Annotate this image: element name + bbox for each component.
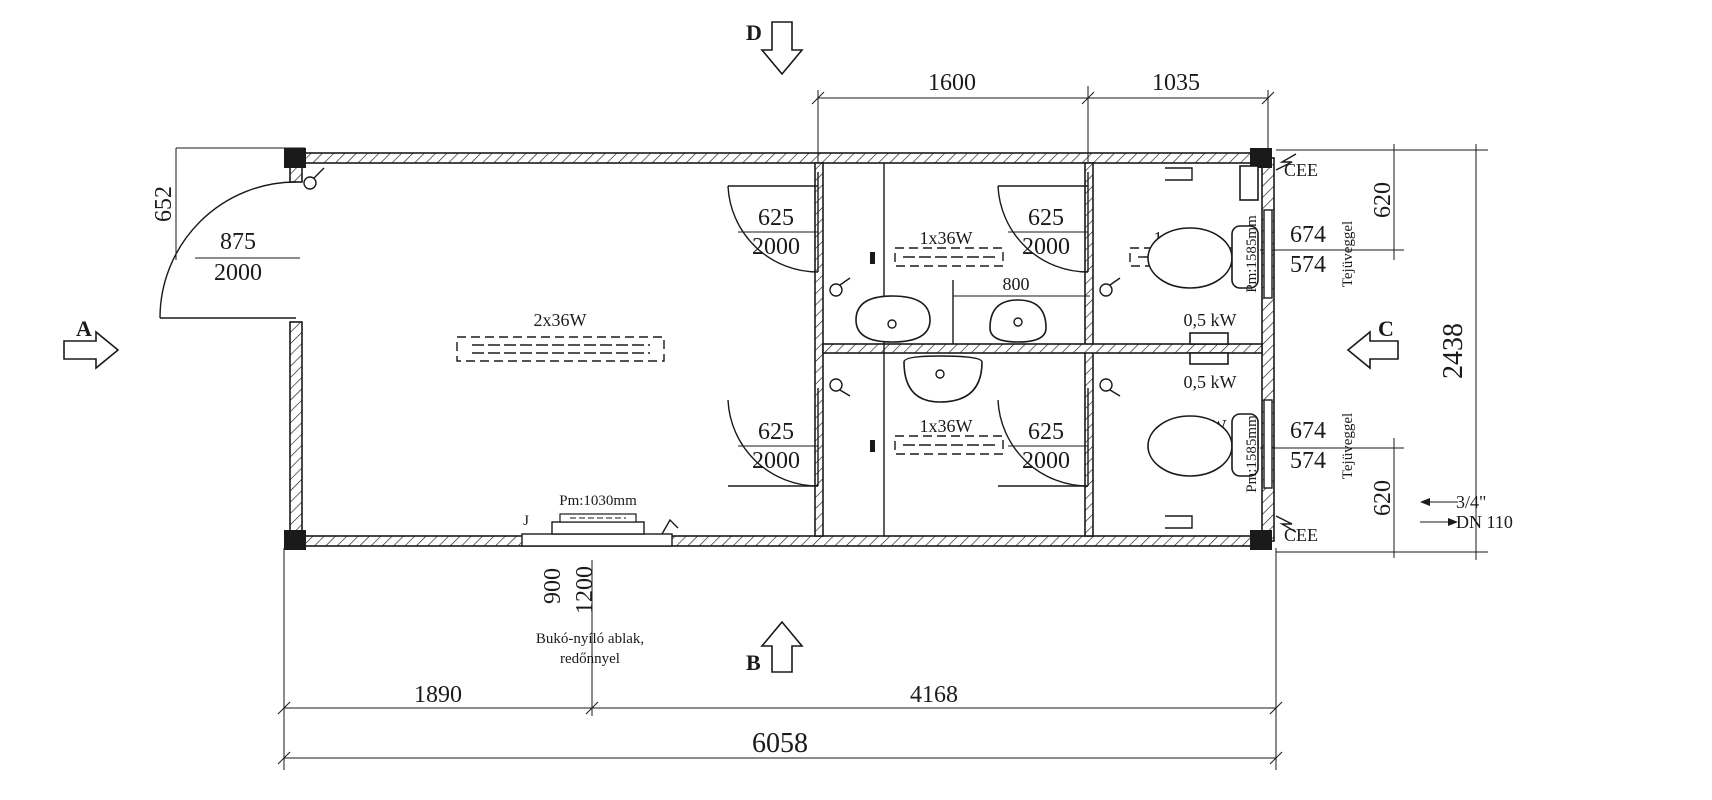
- top-wall: [286, 152, 1270, 164]
- door3-height: 2000: [1022, 234, 1070, 260]
- section-arrow-c: [1346, 330, 1399, 370]
- entrance-door: [159, 147, 325, 319]
- main-window-sill: Pm:1030mm: [559, 493, 637, 509]
- window-upper-sill: Pm:1585mm: [1244, 215, 1260, 293]
- main-window: [521, 513, 679, 547]
- switch-icon: [870, 252, 875, 264]
- main-window-mark: J: [523, 513, 529, 529]
- dim-1600: 1600: [928, 70, 976, 96]
- sink-upper-icon: [855, 295, 931, 343]
- window-lower-glass: Tejüveggel: [1340, 413, 1356, 479]
- lamp-main-label: 2x36W: [534, 310, 587, 330]
- entrance-door-height: 2000: [214, 260, 262, 286]
- cubicle-door-1: [727, 172, 819, 273]
- cee-upper-label: CEE: [1284, 160, 1318, 180]
- pipe-water-label: 3/4": [1456, 492, 1486, 512]
- section-label-a: A: [76, 316, 92, 341]
- door3-width: 625: [1028, 205, 1064, 231]
- window-lower: [1263, 399, 1273, 489]
- door-handle-icons: [829, 277, 1121, 397]
- dim-4168: 4168: [910, 682, 958, 708]
- window-upper: [1263, 209, 1273, 299]
- dim-620-top: 620: [1370, 182, 1396, 218]
- window-upper-height: 574: [1290, 252, 1326, 278]
- corner-post: [1250, 148, 1272, 168]
- lamp-l1-label: 1x36W: [920, 228, 973, 248]
- door4-height: 2000: [1022, 448, 1070, 474]
- corner-post: [1250, 530, 1272, 550]
- main-window-height: 1200: [572, 566, 598, 614]
- door4-width: 625: [1028, 419, 1064, 445]
- sink-lower-icon: [903, 355, 983, 403]
- bottom-wall: [286, 535, 1270, 547]
- door2-height: 2000: [752, 448, 800, 474]
- window-upper-width: 674: [1290, 222, 1326, 248]
- section-label-c: C: [1378, 316, 1394, 341]
- entrance-door-width: 875: [220, 229, 256, 255]
- heater-lower-icon: [1189, 352, 1229, 365]
- section-arrow-a: [63, 330, 120, 370]
- toilet-paper-holder-icon: [1165, 167, 1193, 529]
- dim-620-bottom: 620: [1370, 480, 1396, 516]
- cubicle-door-4: [997, 388, 1089, 487]
- door1-height: 2000: [752, 234, 800, 260]
- cee-socket-upper-icon: [1275, 153, 1297, 171]
- door1-width: 625: [758, 205, 794, 231]
- partitions: [814, 162, 1263, 537]
- section-label-b: B: [746, 650, 761, 675]
- lamp-l2-label: 1x36W: [920, 416, 973, 436]
- toilet-upper-icon: [1147, 225, 1259, 289]
- switch-icon: [870, 440, 875, 452]
- main-window-label-1: Bukó-nyíló ablak,: [536, 631, 644, 647]
- dim-1035: 1035: [1152, 70, 1200, 96]
- cee-lower-label: CEE: [1284, 525, 1318, 545]
- section-label-d: D: [746, 20, 762, 45]
- dim-1890: 1890: [414, 682, 462, 708]
- cistern-icon: [1239, 165, 1259, 201]
- cubicle-door-3: [997, 172, 1089, 273]
- dim-6058: 6058: [752, 728, 808, 759]
- section-arrow-d: [760, 21, 804, 76]
- heater-lower-label: 0,5 kW: [1184, 372, 1237, 392]
- door-offset-dim: 652: [151, 186, 177, 222]
- partition-horizontal: [822, 343, 1263, 354]
- corner-post: [284, 530, 306, 550]
- pipe-drain-label: DN 110: [1456, 512, 1513, 532]
- window-upper-glass: Tejüveggel: [1340, 221, 1356, 287]
- top-dimension-lines: [811, 86, 1275, 162]
- window-lower-height: 574: [1290, 448, 1326, 474]
- dim-2438: 2438: [1438, 323, 1469, 379]
- corner-post: [284, 148, 306, 168]
- partition-left: [814, 162, 824, 537]
- pipe-arrows: [1420, 498, 1458, 526]
- ceiling-lamp-main: [456, 336, 665, 362]
- heater-upper-icon: [1189, 332, 1229, 345]
- window-lower-sill: Pm:1585mm: [1244, 415, 1260, 493]
- main-window-label-2: redőnnyel: [560, 651, 620, 667]
- main-window-width: 900: [540, 568, 566, 604]
- toilet-lower-icon: [1147, 413, 1259, 477]
- right-dimension-lines: [1260, 144, 1488, 560]
- section-arrow-b: [760, 620, 804, 673]
- sink-dim-800: 800: [1003, 274, 1030, 294]
- cee-socket-lower-icon: [1275, 515, 1297, 533]
- heater-upper-label: 0,5 kW: [1184, 310, 1237, 330]
- left-wall-lower: [289, 321, 303, 541]
- window-lower-width: 674: [1290, 418, 1326, 444]
- door2-width: 625: [758, 419, 794, 445]
- cubicle-door-2: [727, 388, 819, 487]
- bottom-dimension-lines: [277, 548, 1283, 770]
- urinal-icon: [989, 299, 1047, 343]
